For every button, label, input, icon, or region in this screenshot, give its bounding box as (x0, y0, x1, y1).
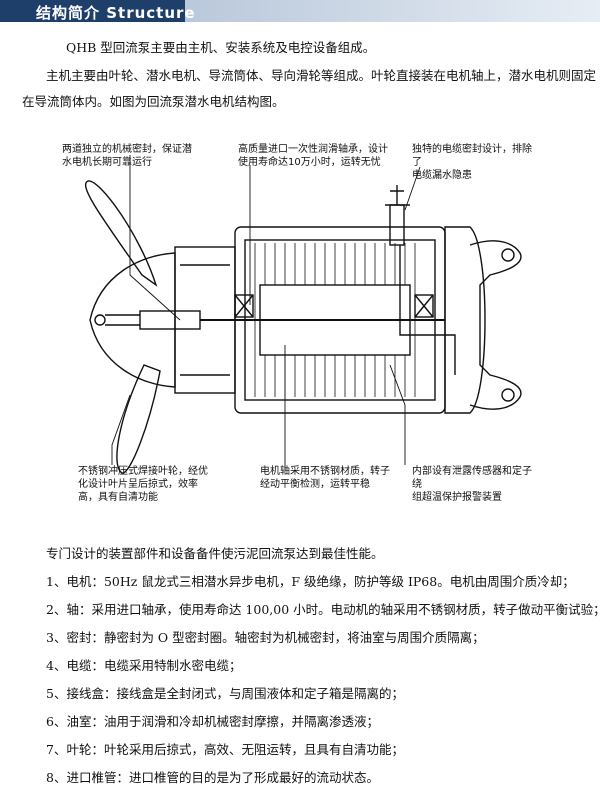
intro-paragraph-1: QHB 型回流泵主要由主机、安装系统及电控设备组成。 (66, 40, 376, 55)
list-item: 4、电缆：电缆采用特制水密电缆； (46, 658, 242, 673)
callout-line: 两道独立的机械密封，保证潜 (62, 144, 192, 155)
callout-line: 高，具有自清功能 (78, 492, 158, 503)
callout-line: 电缆漏水隐患 (412, 170, 472, 181)
list-item: 5、接线盒：接线盒是全封闭式，与周围液体和定子箱是隔离的； (46, 686, 404, 701)
callout-line: 高质量进口一次性润滑轴承，设计 (238, 144, 388, 155)
pump-drawing (84, 155, 522, 474)
callout-sensors: 内部设有泄露传感器和定子绕 组超温保护报警装置 (412, 465, 540, 504)
feature-list: 1、电机：50Hz 鼠龙式三相潜水异步电机，F 级绝缘，防护等级 IP68。电机… (46, 568, 600, 792)
list-item: 2、轴：采用进口轴承，使用寿命达 100,00 小时。电动机的轴采用不锈钢材质，… (46, 602, 600, 617)
list-item: 1、电机：50Hz 鼠龙式三相潜水异步电机，F 级绝缘，防护等级 IP68。电机… (46, 574, 575, 589)
callout-line: 独特的电缆密封设计，排除了 (412, 144, 532, 168)
callout-mechanical-seal: 两道独立的机械密封，保证潜 水电机长期可靠运行 (62, 143, 192, 169)
mounting-bracket (469, 240, 522, 410)
hub-cone (89, 252, 176, 388)
callout-line: 组超温保护报警装置 (412, 492, 502, 503)
rear-cap (444, 226, 486, 414)
callout-line: 使用寿命达10万小时，运转无忧 (238, 157, 381, 168)
header-dark-block (0, 0, 185, 22)
list-item: 3、密封：静密封为 O 型密封圈。轴密封为机械密封，将油室与周围介质隔离； (46, 630, 485, 645)
blade-lower (116, 364, 161, 474)
header-gradient-block (185, 0, 600, 22)
list-item: 8、进口椎管：进口椎管的目的是为了形成最好的流动状态。 (46, 770, 379, 785)
blade-upper (84, 180, 158, 287)
callout-line: 经动平衡检测，运转平稳 (260, 479, 370, 490)
callout-cable-seal: 独特的电缆密封设计，排除了 电缆漏水隐患 (412, 143, 540, 182)
callout-bearing: 高质量进口一次性润滑轴承，设计 使用寿命达10万小时，运转无忧 (238, 143, 388, 169)
hub-nut (94, 314, 106, 326)
callout-line: 化设计叶片呈后掠式，效率 (78, 479, 198, 490)
intro-paragraph-2-line-2: 在导流筒体内。如图为回流泵潜水电机结构图。 (22, 94, 285, 109)
callout-line: 内部设有泄露传感器和定子绕 (412, 466, 532, 490)
callout-line: 电机轴采用不锈钢材质，转子 (260, 466, 390, 477)
callout-line: 水电机长期可靠运行 (62, 157, 152, 168)
cable-gland (389, 204, 405, 246)
list-item: 7、叶轮：叶轮采用后掠式，高效、无阻运转，且具有自清功能； (46, 742, 404, 757)
section-header: 结构简介 Structure (0, 0, 600, 22)
pump-structure-diagram: 两道独立的机械密封，保证潜 水电机长期可靠运行 高质量进口一次性润滑轴承，设计 … (60, 135, 540, 525)
features-intro: 专门设计的装置部件和设备备件使污泥回流泵达到最佳性能。 (46, 546, 384, 561)
callout-shaft: 电机轴采用不锈钢材质，转子 经动平衡检测，运转平稳 (260, 465, 390, 491)
callout-impeller: 不锈钢冲压式焊接叶轮，经优 化设计叶片呈后掠式，效率 高，具有自清功能 (78, 465, 208, 504)
callout-line: 不锈钢冲压式焊接叶轮，经优 (78, 466, 208, 477)
section-title: 结构简介 Structure (36, 4, 196, 22)
intro-paragraph-2-line-1: 主机主要由叶轮、潜水电机、导流筒体、导向滑轮等组成。叶轮直接装在电机轴上，潜水电… (46, 68, 597, 83)
list-item: 6、油室：油用于润滑和冷却机械密封摩擦，并隔离渗透液； (46, 714, 379, 729)
